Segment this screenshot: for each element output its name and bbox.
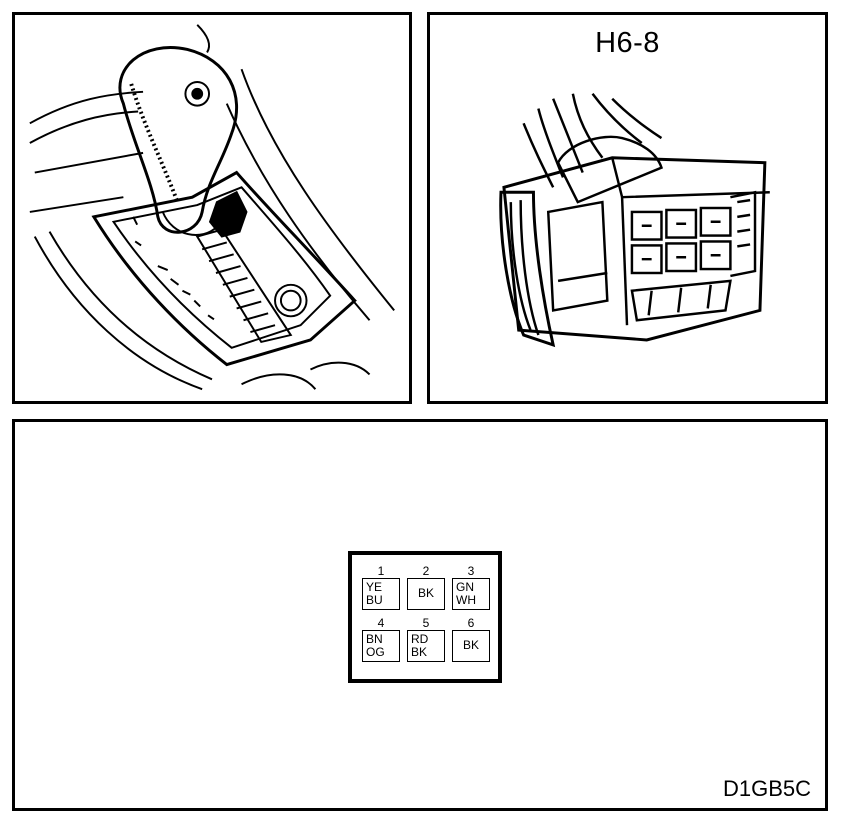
wire-color: GN — [456, 580, 474, 594]
wire-color: BK — [462, 638, 479, 652]
pin-5: 5 RD BK — [407, 617, 445, 662]
wire-color-box: YE BU — [362, 578, 400, 610]
wire-color: RD — [411, 632, 429, 646]
pin-number: 2 — [422, 564, 430, 578]
gear-shifter-illustration — [29, 24, 395, 391]
wire-color: BN — [366, 632, 383, 646]
pin-1: 1 YE BU — [362, 565, 400, 610]
wire-color-box: BN OG — [362, 630, 400, 662]
wire-color: BK — [411, 645, 428, 659]
wire-color-box: BK — [407, 578, 445, 610]
wire-color: YE — [366, 580, 383, 594]
wire-color: BU — [366, 593, 383, 607]
pin-6: 6 BK — [452, 617, 490, 662]
pin-number: 5 — [422, 616, 430, 630]
pin-2: 2 BK — [407, 565, 445, 610]
wire-color-box: BK — [452, 630, 490, 662]
connector-id-label: H6-8 — [595, 27, 660, 59]
connector-pinout: 1 YE BU 2 BK 3 GN WH 4 BN OG — [348, 551, 502, 683]
pin-number: 3 — [467, 564, 475, 578]
connector-illustration-panel: H6-8 — [427, 12, 828, 404]
pin-3: 3 GN WH — [452, 565, 490, 610]
wire-color: OG — [366, 645, 385, 659]
wire-color-box: RD BK — [407, 630, 445, 662]
wire-color: WH — [456, 593, 476, 607]
pin-number: 6 — [467, 616, 475, 630]
pin-number: 4 — [377, 616, 385, 630]
pin-4: 4 BN OG — [362, 617, 400, 662]
pinout-panel: 1 YE BU 2 BK 3 GN WH 4 BN OG — [12, 419, 828, 811]
wire-color: BK — [417, 586, 434, 600]
pin-number: 1 — [377, 564, 385, 578]
wire-color-box: GN WH — [452, 578, 490, 610]
shifter-location-panel — [12, 12, 412, 404]
connector-illustration — [499, 93, 770, 348]
figure-code: D1GB5C — [722, 776, 811, 801]
